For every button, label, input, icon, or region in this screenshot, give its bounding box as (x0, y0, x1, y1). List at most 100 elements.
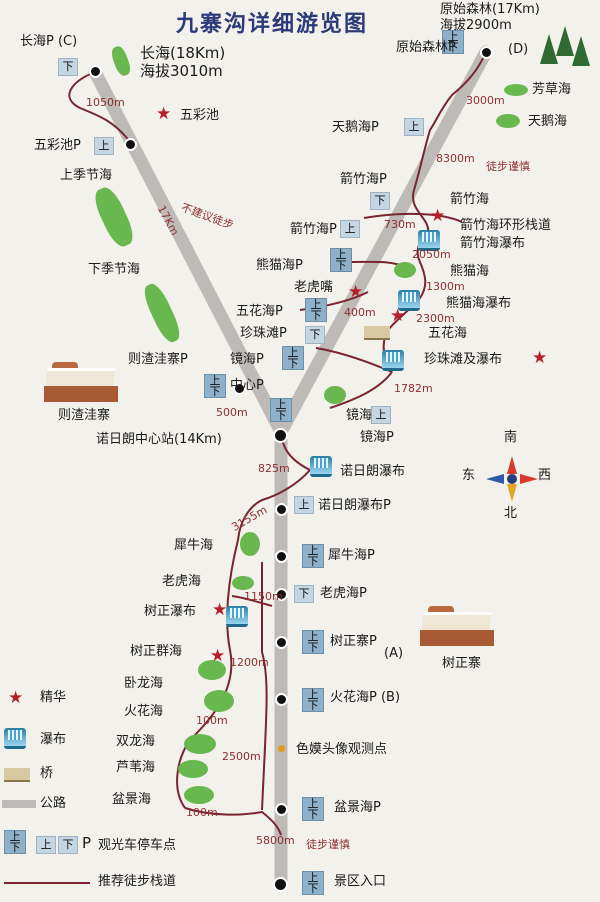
label-tianehai: 天鹅海 (528, 114, 568, 129)
dist-1300: 1300m (426, 280, 465, 293)
stop-wucaichi[interactable] (124, 138, 137, 151)
jinghai-up-box: 上 (371, 406, 391, 424)
trail-changhai (68, 71, 131, 143)
dist-100a: 100m (196, 714, 228, 727)
fangcaohai-lake (504, 84, 528, 96)
stop-entrance[interactable] (273, 877, 288, 892)
wucaichi-up-box: 上 (94, 137, 114, 155)
legend-trail: 推荐徒步栈道 (98, 874, 177, 889)
legend-updown-box: 上下 (4, 830, 26, 854)
label-entrance: 景区入口 (334, 874, 387, 889)
semo-point-marker (278, 745, 285, 752)
trail-yuanshi (411, 51, 487, 233)
label-shangjijie: 上季节海 (60, 168, 113, 183)
trail-middle (261, 562, 268, 811)
star-shuzheng-fall-icon: ★ (212, 600, 228, 620)
label-jianzhuhai: 箭竹海 (450, 192, 490, 207)
label-huohuahai: 火花海 (124, 704, 164, 719)
stop-penjinghai[interactable] (275, 803, 288, 816)
dist-730: 730m (384, 218, 416, 231)
huohuahai-updown-box: 上下 (302, 688, 324, 712)
shuzheng-village-icon (416, 604, 498, 646)
label-zhenzhutan: 珍珠滩及瀑布 (424, 352, 503, 367)
label-xiongmaohai-p: 熊猫海P (256, 258, 303, 273)
label-jianzhuhai-trail: 箭竹海环形栈道 (460, 218, 552, 233)
compass-icon (486, 456, 538, 502)
compass-east: 东 (462, 468, 476, 483)
shuzheng-updown-box: 上下 (302, 630, 324, 654)
jianzhuhai-down-box: 下 (370, 192, 390, 210)
label-zezhawa-p: 则渣洼寨P (128, 352, 188, 367)
stop-xiniuhai[interactable] (275, 550, 288, 563)
label-shuzheng-p-tag: (A) (384, 646, 404, 661)
shuzheng-lake-1 (198, 660, 226, 680)
stop-nuorilang-fall[interactable] (275, 503, 288, 516)
legend-p: P (82, 834, 92, 852)
label-wucaichi-p: 五彩池P (34, 138, 81, 153)
label-changhai: 长海(18Km) (140, 44, 226, 62)
xiongmaohai-lake (394, 262, 416, 278)
jinghai-lake (324, 386, 346, 404)
tianehai-up-box: 上 (404, 118, 424, 136)
compass-rose: 南 北 东 西 (462, 430, 551, 521)
label-xiajijie: 下季节海 (88, 262, 141, 277)
trail-bottom (184, 807, 282, 836)
label-yuanshi-alt: 海拔2900m (440, 18, 512, 33)
label-penjinghai: 盆景海 (112, 792, 152, 807)
legend-bus-stop: 观光车停车点 (98, 838, 177, 853)
label-wucaichi: 五彩池 (180, 108, 220, 123)
label-xiongmaohai-fall: 熊猫海瀑布 (446, 296, 512, 311)
zezhawa-village-icon (40, 360, 122, 402)
trail-jinghai (329, 371, 393, 409)
compass-north: 北 (504, 506, 518, 521)
dist-3000: 3000m (466, 94, 505, 107)
stop-yuanshi[interactable] (480, 46, 493, 59)
stop-shuzheng[interactable] (275, 636, 288, 649)
stop-laohuhai[interactable] (275, 588, 288, 601)
star-wuhuahai-icon: ★ (390, 306, 406, 326)
label-penjinghai-p: 盆景海P (334, 800, 381, 815)
legend-highlight: 精华 (40, 690, 67, 705)
label-laohuhai: 老虎海 (162, 574, 202, 589)
wuhuahai-updown-box: 上下 (305, 298, 327, 322)
dist-5800: 5800m (256, 834, 295, 847)
label-tianehai-p: 天鹅海P (332, 120, 379, 135)
legend-star-icon: ★ (8, 688, 24, 708)
star-jianzhuhai-icon: ★ (430, 206, 446, 226)
dist-2300: 2300m (416, 312, 455, 325)
compass-west: 西 (538, 468, 552, 483)
dist-500: 500m (216, 406, 248, 419)
label-fangcaohai: 芳草海 (532, 82, 572, 97)
center-updown-box: 上下 (270, 398, 292, 422)
note-hike-careful-bottom: 徒步谨慎 (306, 838, 350, 851)
star-zhenzhutan-icon: ★ (532, 348, 548, 368)
label-laohuhai-p: 老虎海P (320, 586, 367, 601)
zhenzhutan-down-box: 下 (305, 326, 325, 344)
nuorilang-up-box: 上 (294, 496, 314, 514)
waterfall-zhenzhutan-icon (382, 350, 404, 371)
dist-1782: 1782m (394, 382, 433, 395)
label-yuanshi-d: (D) (508, 42, 529, 57)
entrance-updown-box: 上下 (302, 871, 324, 895)
dist-825: 825m (258, 462, 290, 475)
xiniuhai-lake (240, 532, 260, 556)
legend-road-icon (2, 800, 36, 808)
label-luweihai: 芦苇海 (116, 760, 156, 775)
label-wuhuahai: 五花海 (428, 326, 468, 341)
trail-3155 (237, 469, 311, 541)
label-nuorilang-center: 诺日朗中心站(14Km) (96, 432, 222, 447)
laohuhai-down-box: 下 (294, 585, 314, 603)
legend-waterfall: 瀑布 (40, 732, 67, 747)
label-jianzhuhai-p1: 箭竹海P (340, 172, 387, 187)
luweihai-lake (178, 760, 208, 778)
label-yuanshi-p: 原始森林P (396, 40, 456, 55)
stop-zezhawa[interactable] (233, 382, 246, 395)
label-changhai-p: 长海P (C) (20, 34, 78, 49)
jianzhuhai-up-box: 上 (340, 220, 360, 238)
label-nuorilang-fall: 诺日朗瀑布 (340, 464, 406, 479)
stop-changhai[interactable] (89, 65, 102, 78)
stop-nuorilang-center[interactable] (273, 428, 288, 443)
stop-huohuahai[interactable] (275, 693, 288, 706)
label-jinghai-p-left: 镜海P (230, 352, 264, 367)
label-zhenzhutan-p: 珍珠滩P (240, 326, 287, 341)
